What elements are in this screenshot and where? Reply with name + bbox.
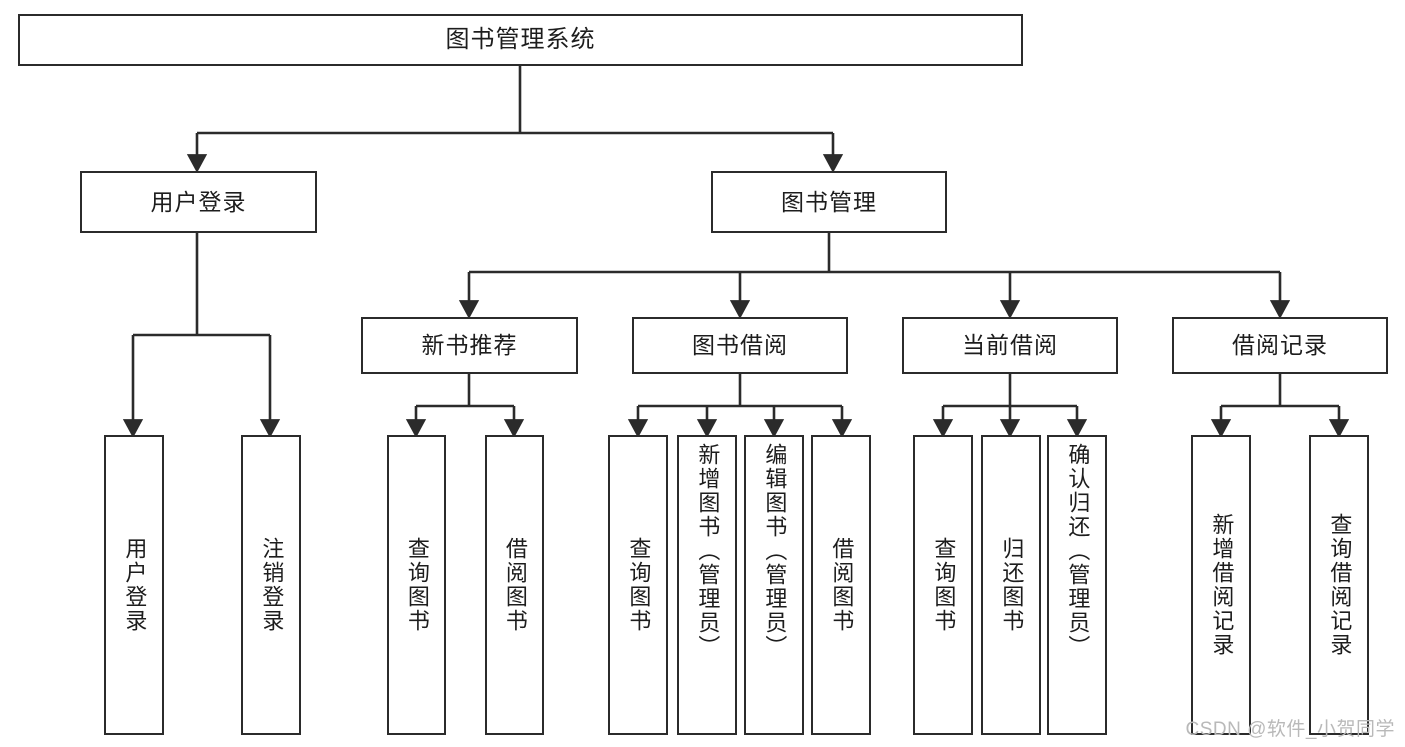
node-root[interactable]: 图书管理系统 <box>18 14 1023 66</box>
node-new-book-recommend[interactable]: 新书推荐 <box>361 317 578 374</box>
node-leaf-add-book[interactable]: 新增图书（管理员） <box>677 435 737 735</box>
node-leaf-query-book-2-label: 查询图书 <box>626 537 652 633</box>
node-borrow-record[interactable]: 借阅记录 <box>1172 317 1388 374</box>
node-borrow-record-label: 借阅记录 <box>1232 332 1328 359</box>
node-book-borrow[interactable]: 图书借阅 <box>632 317 848 374</box>
node-leaf-borrow-book-2-label: 借阅图书 <box>829 537 855 633</box>
node-leaf-edit-book[interactable]: 编辑图书（管理员） <box>744 435 804 735</box>
node-leaf-query-book-3-label: 查询图书 <box>931 537 957 633</box>
node-leaf-return-book[interactable]: 归还图书 <box>981 435 1041 735</box>
node-leaf-query-borrow-record-label: 查询借阅记录 <box>1327 513 1353 657</box>
node-leaf-logout-login-label: 注销登录 <box>259 537 285 633</box>
node-leaf-confirm-return-label: 确认归还（管理员） <box>1065 443 1091 659</box>
node-leaf-user-login[interactable]: 用户登录 <box>104 435 164 735</box>
node-current-borrow-label: 当前借阅 <box>962 332 1058 359</box>
node-leaf-return-book-label: 归还图书 <box>999 537 1025 633</box>
node-leaf-query-book-3[interactable]: 查询图书 <box>913 435 973 735</box>
node-leaf-add-book-label: 新增图书（管理员） <box>695 443 721 659</box>
node-root-label: 图书管理系统 <box>445 26 596 54</box>
node-new-book-recommend-label: 新书推荐 <box>421 332 518 359</box>
node-leaf-query-book-2[interactable]: 查询图书 <box>608 435 668 735</box>
node-leaf-borrow-book-1[interactable]: 借阅图书 <box>485 435 544 735</box>
node-book-management[interactable]: 图书管理 <box>711 171 947 233</box>
node-leaf-confirm-return[interactable]: 确认归还（管理员） <box>1047 435 1107 735</box>
node-leaf-add-borrow-record-label: 新增借阅记录 <box>1209 513 1235 657</box>
node-leaf-query-book-1[interactable]: 查询图书 <box>387 435 446 735</box>
node-leaf-query-book-1-label: 查询图书 <box>404 537 430 633</box>
node-leaf-borrow-book-1-label: 借阅图书 <box>502 537 528 633</box>
node-current-borrow[interactable]: 当前借阅 <box>902 317 1118 374</box>
node-leaf-add-borrow-record[interactable]: 新增借阅记录 <box>1191 435 1251 735</box>
node-leaf-logout-login[interactable]: 注销登录 <box>241 435 301 735</box>
node-book-management-label: 图书管理 <box>781 188 877 215</box>
node-leaf-user-login-label: 用户登录 <box>122 537 148 633</box>
node-leaf-edit-book-label: 编辑图书（管理员） <box>762 443 788 659</box>
node-book-borrow-label: 图书借阅 <box>692 332 788 359</box>
node-leaf-borrow-book-2[interactable]: 借阅图书 <box>811 435 871 735</box>
node-leaf-query-borrow-record[interactable]: 查询借阅记录 <box>1309 435 1369 735</box>
node-user-login-label: 用户登录 <box>150 188 247 215</box>
csdn-watermark: CSDN @软件_小贺同学 <box>1185 719 1395 740</box>
node-user-login[interactable]: 用户登录 <box>80 171 317 233</box>
